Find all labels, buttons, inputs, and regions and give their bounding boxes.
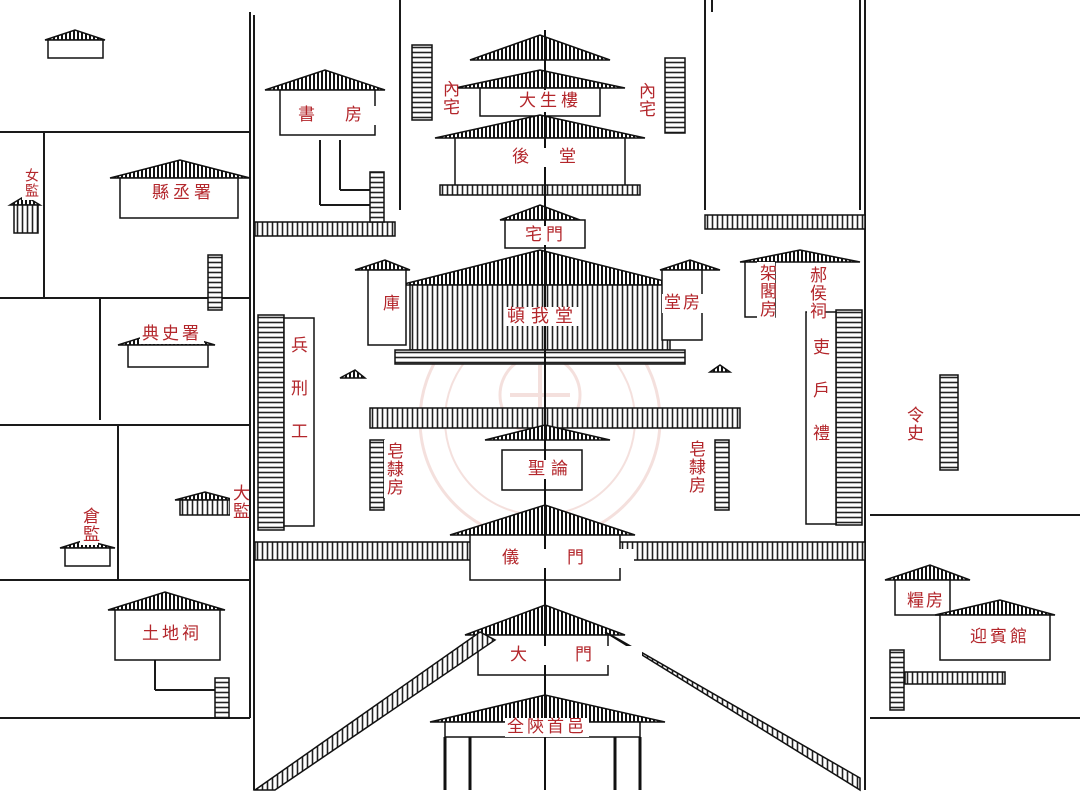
label-zhai-men: 宅門 (523, 225, 569, 245)
label-li-hu-li: 吏戶禮 (809, 336, 829, 469)
label-quan-shan-shou-yi: 全陝首邑 (505, 717, 589, 737)
label-ku: 庫 (379, 292, 399, 314)
label-yi-men: 儀門 (500, 548, 634, 568)
label-bing-xing-gong: 兵刑工 (287, 334, 307, 467)
label-dun-wo-tang: 頓我堂 (505, 306, 581, 327)
label-dian-shi-shu: 典史署 (140, 324, 204, 344)
label-zao-li-fang-left: 皂隸房 (383, 440, 403, 498)
label-nv-jian: 女監 (22, 166, 40, 200)
label-liang-fang: 糧房 (905, 591, 947, 611)
label-ling-shi: 令史 (903, 404, 923, 444)
label-hou-tang: 後堂 (510, 147, 608, 167)
label-cang-jian: 倉監 (79, 505, 99, 545)
label-sheng-lun: 聖論 (526, 459, 576, 479)
label-nei-zhai-left: 內宅 (439, 78, 459, 118)
label-xian-cheng-shu: 縣丞署 (150, 183, 217, 203)
approach-walls (252, 631, 861, 792)
label-tu-di-ci: 土地祠 (140, 624, 204, 644)
label-shu-fang: 書房 (296, 105, 394, 125)
label-nei-zhai-right: 內宅 (635, 80, 655, 120)
label-tang-fang: 堂房 (662, 293, 704, 313)
label-bang-hou-ci: 郝侯祠 (806, 264, 826, 322)
label-zao-li-fang-right: 皂隸房 (685, 438, 705, 496)
label-jia-ge-fang: 架閣房 (756, 262, 776, 320)
label-da-jian: 大監 (229, 482, 249, 522)
label-da-men: 大門 (508, 645, 642, 665)
label-ying-bin-guan: 迎賓館 (968, 627, 1032, 647)
label-da-sheng-lou: 大生樓 (519, 90, 582, 112)
